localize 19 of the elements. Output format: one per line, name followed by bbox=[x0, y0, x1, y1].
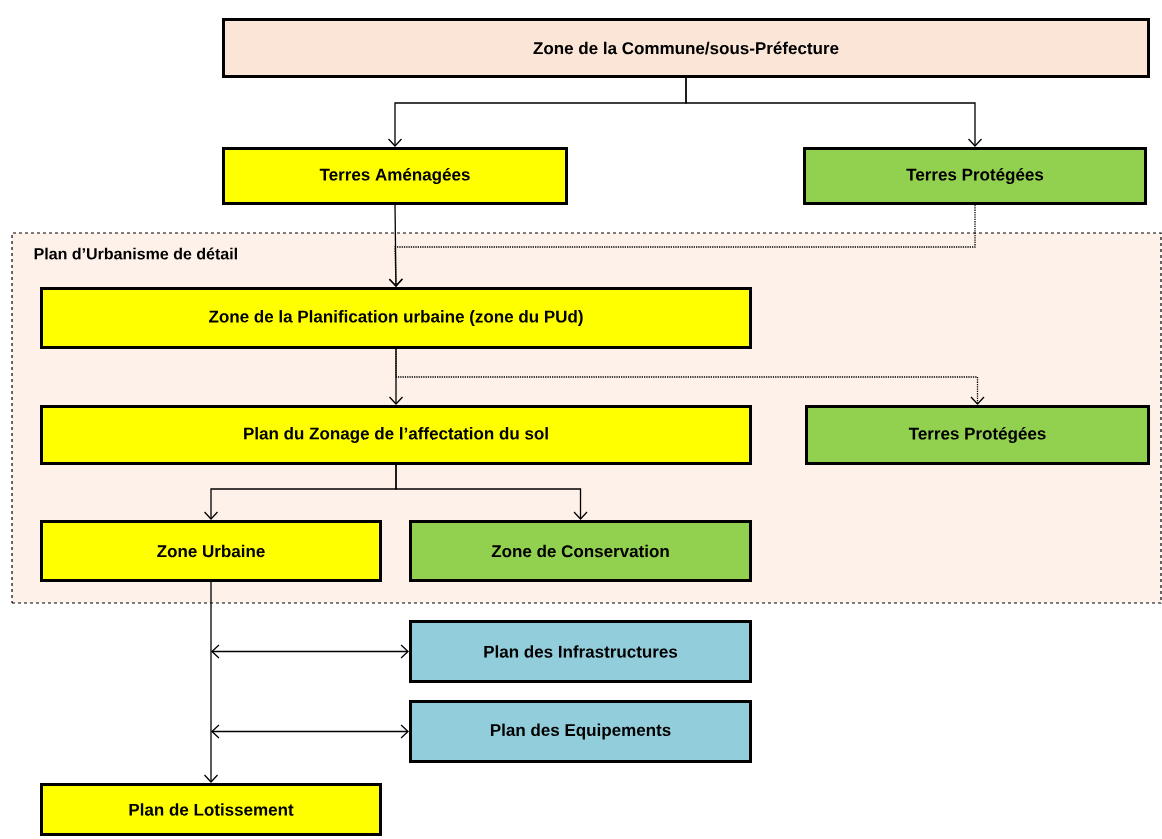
arrow bbox=[685, 77, 983, 147]
process-box: Terres Protégées bbox=[805, 405, 1150, 465]
process-box: Terres Protégées bbox=[803, 147, 1147, 205]
region-heading: Plan d’Urbanisme de détail bbox=[34, 247, 237, 260]
process-box: Zone de Conservation bbox=[409, 520, 752, 582]
double-arrow bbox=[211, 724, 409, 739]
process-box: Zone de la Commune/sous-Préfecture bbox=[222, 18, 1150, 78]
arrow bbox=[203, 581, 219, 783]
process-box: Plan de Lotissement bbox=[40, 783, 382, 836]
process-box: Plan des Equipements bbox=[409, 700, 752, 763]
process-box: Zone Urbaine bbox=[40, 520, 382, 582]
process-box: Zone de la Planification urbaine (zone du PUd) bbox=[40, 287, 752, 349]
process-box: Terres Aménagées bbox=[222, 147, 568, 205]
process-box: Plan du Zonage de l’affectation du sol bbox=[40, 405, 752, 465]
process-box: Plan des Infrastructures bbox=[409, 620, 752, 683]
arrow bbox=[395, 464, 588, 520]
arrow bbox=[388, 348, 404, 405]
double-arrow bbox=[211, 644, 409, 659]
arrow bbox=[388, 204, 404, 287]
